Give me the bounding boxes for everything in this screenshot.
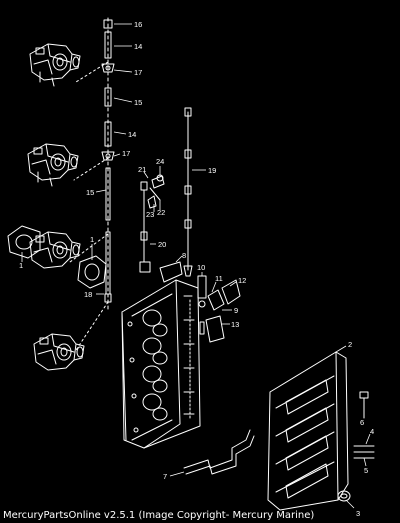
callout-1: 1 [19,261,23,270]
callout-23: 23 [146,210,154,219]
callout-1: 1 [90,235,94,244]
callout-10: 10 [197,263,205,272]
callout-5: 5 [364,466,368,475]
small-parts-9-13-drawing [197,275,241,343]
callout-7: 7 [163,472,167,481]
callout-19: 19 [208,166,216,175]
callout-14: 14 [128,130,136,139]
callout-6: 6 [360,418,364,427]
callout-15: 15 [86,188,94,197]
callout-3: 3 [356,509,360,518]
callout-11: 11 [215,274,223,283]
linkage-rod-19-drawing [183,107,193,277]
callout-14: 14 [134,42,142,51]
callout-21: 21 [138,165,146,174]
linkage-rod-20-drawing [139,181,151,273]
callout-15: 15 [134,98,142,107]
carburetor-4-drawing [33,333,85,371]
callout-18: 18 [84,290,92,299]
callout-22: 22 [157,208,165,217]
callout-12: 12 [238,276,246,285]
callout-17: 17 [134,68,142,77]
callout-13: 13 [231,320,239,329]
carburetor-2-drawing [27,143,79,187]
callout-17: 17 [122,149,130,158]
callout-4: 4 [370,427,374,436]
callout-16: 16 [134,20,142,29]
callout-2: 2 [348,340,352,349]
intake-manifold-drawing [121,261,201,449]
callout-24: 24 [156,157,164,166]
gasket-left-drawing [7,225,41,259]
copyright-footer: MercuryPartsOnline v2.5.1 (Image Copyrig… [3,510,315,521]
drain-hose-7-drawing [183,429,255,475]
linkage-clip-parts-drawing [147,174,165,209]
callout-9: 9 [234,306,238,315]
callout-8: 8 [182,251,186,260]
fuel-hose-stack-drawing [69,17,115,351]
carburetor-3-drawing [29,231,81,269]
carburetor-1-drawing [29,43,81,87]
gasket-center-drawing [77,255,107,289]
manifold-cover-drawing [267,351,349,511]
callout-20: 20 [158,240,166,249]
